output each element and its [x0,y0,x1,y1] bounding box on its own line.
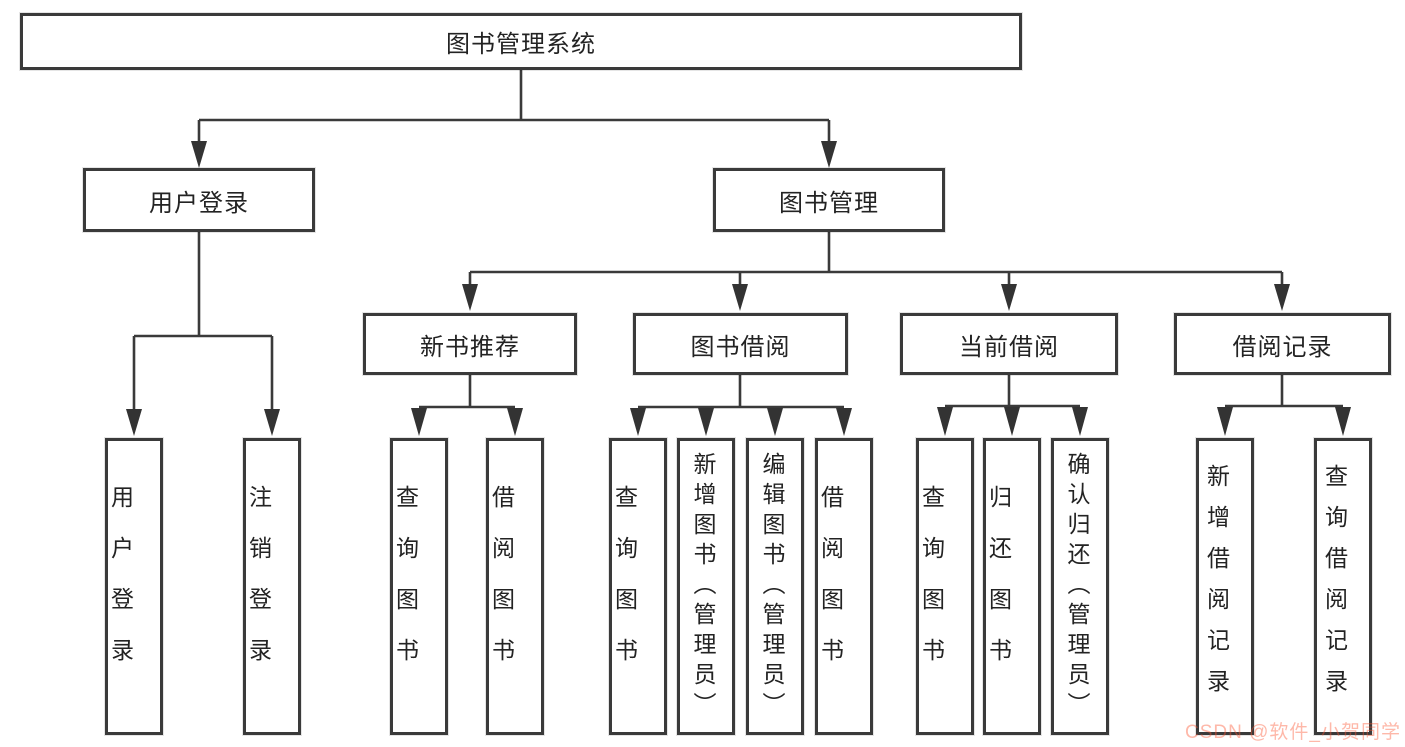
leaf-confirm-return-admin: 确认归还（管理员） [1051,438,1109,735]
leaf-query-books-current: 查询图书 [916,438,974,735]
node-borrowing-records: 借阅记录 [1174,313,1391,375]
node-label: 用户登录 [149,189,249,217]
node-new-book-recommend: 新书推荐 [363,313,577,375]
leaf-label: 确认归还（管理员） [1064,451,1090,722]
leaf-label: 查询图书 [918,484,945,689]
arrowhead [1335,407,1351,436]
arrowhead [411,408,427,436]
node-label: 新书推荐 [420,333,520,361]
arrowhead [191,141,207,168]
leaf-label: 查询图书 [392,484,419,689]
arrowhead [1004,407,1020,436]
node-book-borrowing: 图书借阅 [633,313,848,375]
arrowhead [1072,407,1088,436]
leaf-return-book: 归还图书 [983,438,1041,735]
leaf-query-borrow-record: 查询借阅记录 [1314,438,1372,735]
leaf-add-book-admin: 新增图书（管理员） [677,438,735,735]
node-current-borrowing: 当前借阅 [900,313,1118,375]
node-label: 当前借阅 [959,333,1059,361]
leaf-add-borrow-record: 新增借阅记录 [1196,438,1254,735]
arrowhead [126,409,142,436]
arrowhead [264,409,280,436]
node-label: 图书管理 [779,189,879,217]
arrowhead [698,408,714,436]
arrowhead [462,284,478,311]
leaf-label: 编辑图书（管理员） [759,451,785,722]
leaf-label: 新增图书（管理员） [690,451,716,722]
node-label: 图书借阅 [690,333,791,361]
arrowhead [836,408,852,436]
node-user-login: 用户登录 [83,168,315,232]
leaf-label: 借阅图书 [817,484,844,689]
node-library-management-system: 图书管理系统 [20,13,1022,70]
csdn-watermark: CSDN @软件_小贺同学 [1185,722,1401,743]
arrowhead [732,284,748,311]
leaf-label: 新增借阅记录 [1203,463,1230,710]
leaf-label: 用户登录 [107,484,134,689]
arrowhead [1001,284,1017,311]
arrowhead [1274,284,1290,311]
leaf-borrow-books: 借阅图书 [815,438,873,735]
node-book-management: 图书管理 [713,168,945,232]
arrowhead [507,408,523,436]
arrowhead [1217,407,1233,436]
leaf-borrow-books-recommend: 借阅图书 [486,438,544,735]
node-label: 借阅记录 [1232,333,1333,361]
leaf-label: 注销登录 [245,484,272,689]
leaf-query-books-recommend: 查询图书 [390,438,448,735]
node-label: 图书管理系统 [446,31,596,58]
arrowhead [630,408,646,436]
leaf-label: 查询图书 [611,484,638,689]
leaf-query-books-borrow: 查询图书 [609,438,667,735]
leaf-label: 借阅图书 [488,484,515,689]
arrowhead [937,407,953,436]
arrowhead [767,408,783,436]
leaf-user-login: 用户登录 [105,438,163,735]
leaf-label: 查询借阅记录 [1321,463,1348,710]
arrowhead [821,141,837,168]
leaf-logout: 注销登录 [243,438,301,735]
leaf-edit-book-admin: 编辑图书（管理员） [746,438,804,735]
leaf-label: 归还图书 [985,484,1012,689]
